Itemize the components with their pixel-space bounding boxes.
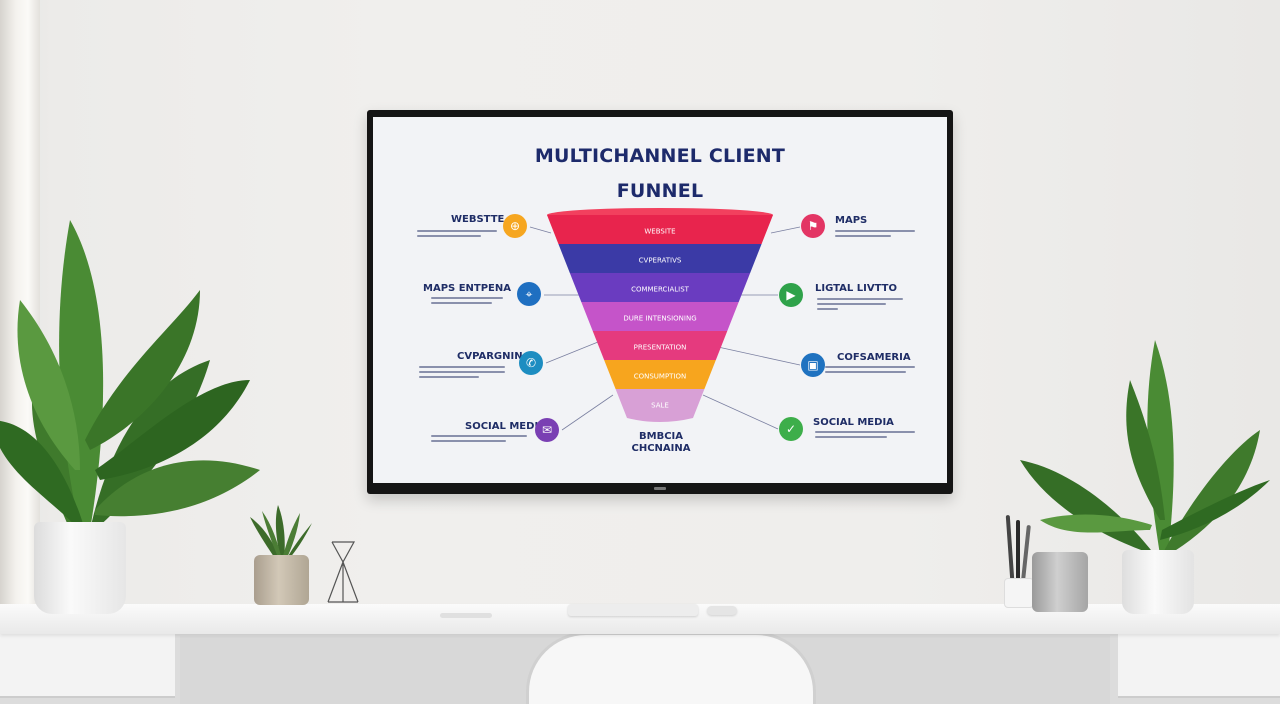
right-plant-pot [1122, 550, 1194, 614]
camera-icon: ▣ [801, 353, 825, 377]
right-label-3: COFSAMERIA [837, 352, 911, 363]
right-desc-1 [835, 230, 915, 242]
succulent-plant [250, 505, 312, 560]
funnel-layer-label: COMMERCIALIST [631, 286, 690, 294]
megaphone-icon: ✆ [519, 351, 543, 375]
location-icon: ⚑ [801, 214, 825, 238]
mouse [707, 606, 737, 615]
funnel-layer [615, 389, 705, 422]
tv-logo [654, 487, 666, 490]
succulent-pot [254, 555, 309, 605]
funnel-layer-label: WEBSITE [644, 228, 675, 236]
map-pin-icon: ⌖ [517, 282, 541, 306]
connector-line [529, 226, 552, 234]
right-label-2: LIGTAL LIVTTO [815, 283, 897, 294]
funnel-layer [547, 215, 773, 248]
funnel-layer-label: SALE [651, 402, 669, 410]
funnel-connectors [529, 226, 801, 431]
funnel-layer-label: DURE INTENSIONING [623, 315, 696, 323]
pen [1016, 520, 1020, 580]
pen-holder [1004, 578, 1034, 608]
left-drawer [0, 632, 175, 698]
chair-back [526, 632, 816, 704]
funnel-layers: WEBSITE CVPERATIVS COMMERCIALIST DURE INTEN… [547, 208, 773, 422]
connector-line [717, 346, 801, 366]
grey-cup [1032, 552, 1088, 612]
chat-icon: ✉ [535, 418, 559, 442]
infographic-title-line-2: FUNNEL [616, 180, 704, 202]
right-desc-2 [817, 298, 903, 310]
funnel-layer [558, 244, 762, 277]
bottom-caption-line-2: CHCNAINA [631, 443, 691, 454]
connector-line [561, 394, 614, 431]
bottom-caption-line-1: BMBCIA [639, 431, 683, 442]
left-desc-3 [419, 366, 505, 378]
wall-tv: MULTICHANNEL CLIENT FUNNEL WEBSITE CVPERA… [367, 110, 953, 494]
left-label-1: WEBSTTE [451, 214, 505, 225]
desk-pad [440, 613, 492, 618]
right-plant-leaves [1020, 340, 1270, 555]
left-label-2: MAPS ENTPENA [423, 283, 511, 294]
globe-icon: ⊕ [503, 214, 527, 238]
social-icon: ✓ [779, 417, 803, 441]
right-label-4: SOCIAL MEDIA [813, 417, 894, 428]
funnel-layer [581, 302, 739, 335]
left-label-4: SOCIAL MEDIA [465, 421, 546, 432]
right-desc-3 [825, 366, 915, 378]
infographic-title-line-1: MULTICHANNEL CLIENT [534, 145, 786, 167]
video-icon: ▶ [779, 283, 803, 307]
tv-screen: MULTICHANNEL CLIENT FUNNEL WEBSITE CVPERA… [373, 117, 947, 483]
left-label-3: CVPARGNIN [457, 351, 523, 362]
funnel-layer-label: PRESENTATION [634, 344, 687, 352]
funnel-layer-label: CONSUMPTION [634, 373, 687, 381]
left-desc-4 [431, 435, 527, 447]
left-desc-2 [431, 297, 503, 309]
left-plant-pot [34, 522, 126, 614]
left-desc-1 [417, 230, 497, 242]
keyboard [568, 604, 698, 616]
right-drawer [1118, 632, 1280, 698]
funnel-layer [592, 331, 728, 364]
left-plant-leaves [0, 220, 260, 530]
funnel-layer-label: CVPERATIVS [639, 257, 682, 265]
connector-line [545, 341, 599, 364]
funnel-layer [604, 360, 716, 393]
funnel-graphic: WEBSITE CVPERATIVS COMMERCIALIST DURE INTEN… [529, 208, 801, 431]
funnel-layer [569, 273, 751, 306]
right-desc-4 [815, 431, 915, 443]
wire-candle-holder [327, 541, 359, 603]
connector-line [702, 394, 779, 430]
right-label-1: MAPS [835, 215, 868, 226]
connector-line [770, 226, 801, 234]
